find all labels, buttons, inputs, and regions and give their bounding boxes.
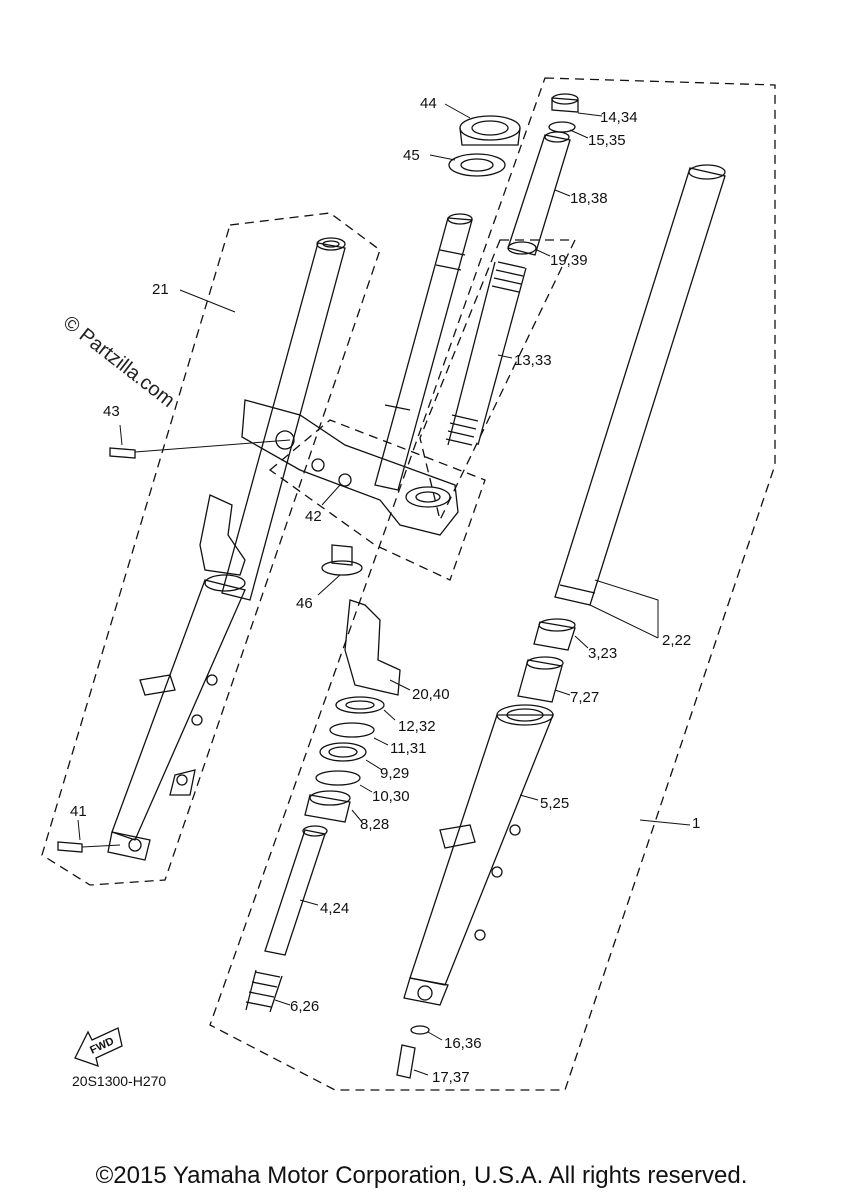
label-8-28: 8,28 (360, 816, 389, 833)
label-9-29: 9,29 (380, 765, 409, 782)
callout-labels: 44 14,34 15,35 45 18,38 19,39 21 13,33 4… (70, 95, 700, 1086)
label-2-22: 2,22 (662, 632, 691, 649)
upper-bracket (241, 399, 459, 536)
boundary-damper-set (419, 239, 577, 522)
label-13-33: 13,33 (514, 352, 552, 369)
label-15-35: 15,35 (588, 132, 626, 149)
label-4-24: 4,24 (320, 900, 349, 917)
label-6-26: 6,26 (290, 998, 319, 1015)
nut-46 (321, 544, 363, 576)
cap-bolt (548, 93, 579, 133)
dust-seal (335, 696, 385, 714)
boundary-bracket-set (268, 419, 486, 581)
label-44: 44 (420, 95, 437, 112)
bolt-43 (109, 439, 291, 459)
label-7-27: 7,27 (570, 689, 599, 706)
rebound-spring (245, 969, 283, 1013)
leader-lines (77, 103, 691, 1076)
spring-seat (507, 241, 537, 255)
label-11-31: 11,31 (390, 740, 426, 757)
label-46: 46 (296, 595, 313, 612)
label-42: 42 (305, 508, 322, 525)
bolt-41 (57, 841, 121, 853)
damper-rod (264, 829, 326, 956)
washer (315, 770, 361, 786)
left-fork-assembly (107, 237, 346, 861)
slide-bushing (533, 621, 576, 651)
steering-bearing (448, 115, 521, 177)
label-18-38: 18,38 (570, 190, 608, 207)
stopper-ring (329, 722, 375, 738)
label-16-36: 16,36 (444, 1035, 482, 1052)
steering-stem (374, 213, 473, 491)
fork-guard (344, 599, 401, 696)
guide-bushing (517, 659, 563, 703)
washer-16 (410, 1025, 430, 1035)
label-41: 41 (70, 803, 87, 820)
label-19-39: 19,39 (550, 252, 588, 269)
label-17-37: 17,37 (432, 1069, 470, 1086)
fork-spring (445, 261, 527, 446)
oil-seal (319, 742, 367, 762)
label-20-40: 20,40 (412, 686, 450, 703)
slide-metal (304, 794, 351, 823)
label-5-25: 5,25 (540, 795, 569, 812)
copyright-notice: ©2015 Yamaha Motor Corporation, U.S.A. A… (95, 1162, 748, 1189)
label-43: 43 (103, 403, 120, 420)
label-3-23: 3,23 (588, 645, 617, 662)
label-14-34: 14,34 (600, 109, 638, 126)
fork-exploded-view: © Partzilla.com FWD 44 14,34 15,35 45 18… (41, 77, 776, 1091)
label-10-30: 10,30 (372, 788, 410, 805)
spacer-tube (507, 134, 571, 256)
boundary-right-fork (209, 77, 776, 1091)
outer-tube-right (403, 704, 554, 1006)
label-12-32: 12,32 (398, 718, 436, 735)
diagram-code: 20S1300-H270 (72, 1073, 166, 1089)
fwd-arrow-icon (74, 1027, 123, 1068)
label-45: 45 (403, 147, 420, 164)
boundary-left-fork (41, 212, 381, 886)
watermark-text: © Partzilla.com (59, 312, 179, 412)
label-21: 21 (152, 281, 169, 298)
label-1: 1 (692, 815, 700, 832)
bolt-17 (396, 1044, 416, 1079)
inner-tube-right (554, 164, 726, 606)
